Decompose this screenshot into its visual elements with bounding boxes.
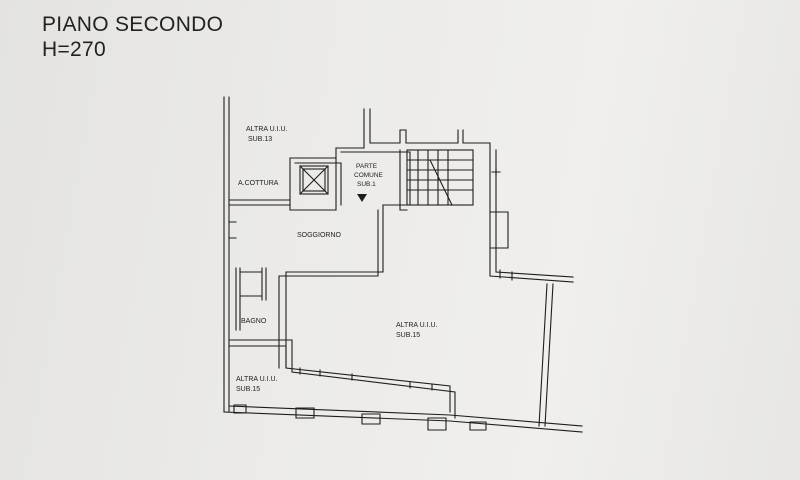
room-altra-15-main-name: ALTRA U.I.U. [396, 322, 438, 329]
room-common-line3: SUB.1 [357, 181, 376, 188]
room-bagno: BAGNO [241, 318, 267, 325]
plan-walls [223, 96, 583, 433]
drawing-heading: PIANO SECONDO H=270 [42, 12, 223, 62]
ceiling-height: H=270 [42, 38, 106, 61]
room-cottura: A.COTTURA [238, 180, 279, 187]
room-altra-15-left-sub: SUB.15 [236, 386, 260, 393]
room-common-line1: PARTE [356, 163, 378, 170]
room-altra-15-left-name: ALTRA U.I.U. [236, 376, 278, 383]
floor-title: PIANO SECONDO [42, 13, 224, 36]
stair-arrow-icon [357, 194, 367, 202]
room-common-line2: COMUNE [354, 172, 384, 179]
room-soggiorno: SOGGIORNO [297, 232, 342, 239]
room-altra-13-sub: SUB.13 [248, 136, 272, 143]
room-altra-15-main-sub: SUB.15 [396, 332, 420, 339]
room-altra-13-name: ALTRA U.I.U. [246, 126, 288, 133]
